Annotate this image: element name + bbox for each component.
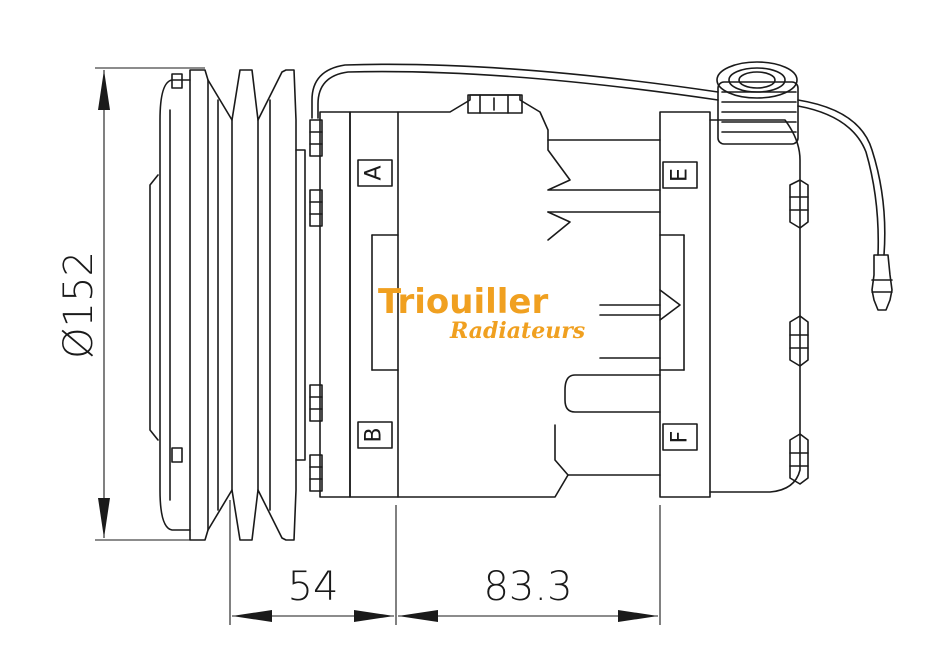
front-head: A B <box>309 111 399 498</box>
bolt-icon <box>309 454 323 492</box>
width-dimensions: 54 83.3 <box>229 500 661 625</box>
bolt-icon <box>309 384 323 422</box>
bolt-icon <box>309 189 323 227</box>
port-label-e: E <box>668 168 693 182</box>
connector-icon <box>871 254 893 311</box>
brand-name: Triouiller <box>378 282 548 322</box>
arrow-left-icon <box>398 610 438 622</box>
arrow-down-icon <box>98 498 110 538</box>
rear-head: E F <box>659 111 809 498</box>
electrical-wire <box>311 63 893 311</box>
bolt-icon <box>789 315 809 367</box>
threaded-fitting <box>716 61 799 145</box>
arrow-left-icon <box>232 610 272 622</box>
port-label-f: F <box>668 431 693 444</box>
bolt-icon <box>789 179 809 229</box>
width-b-label: 83.3 <box>483 564 572 610</box>
pulley <box>149 69 306 541</box>
brand-subtitle: Radiateurs <box>449 318 585 344</box>
arrow-right-icon <box>618 610 658 622</box>
diameter-dimension: Ø152 <box>56 67 205 541</box>
port-label-a: A <box>362 165 387 180</box>
width-a-label: 54 <box>288 564 339 610</box>
diameter-label: Ø152 <box>56 251 102 359</box>
bolt-icon <box>309 119 323 157</box>
compressor-body <box>397 94 681 498</box>
port-label-b: B <box>362 427 387 442</box>
brand-logo: Triouiller Radiateurs <box>378 282 585 344</box>
arrow-right-icon <box>354 610 394 622</box>
bolt-icon <box>789 433 809 485</box>
arrow-up-icon <box>98 70 110 110</box>
